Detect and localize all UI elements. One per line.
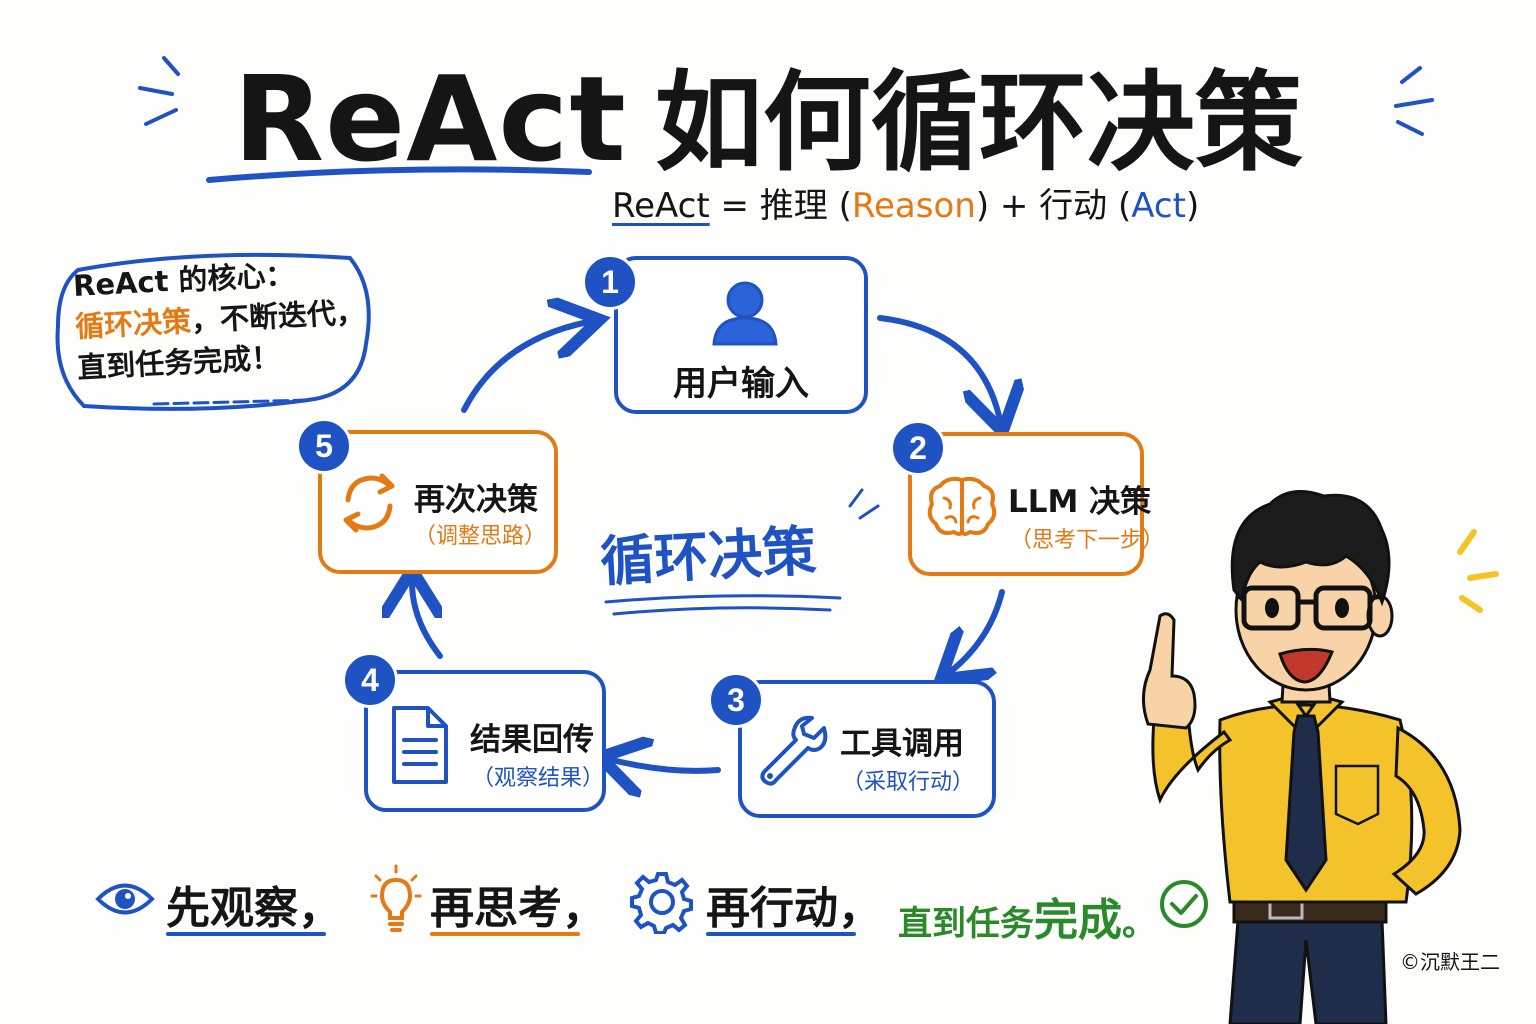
- step-4-subtitle: （观察结果）: [472, 766, 605, 791]
- step-tool-call: 工具调用 （采取行动）: [738, 680, 996, 818]
- step-5-badge: 5: [296, 418, 352, 474]
- bottom-observe: 先观察，: [166, 883, 342, 934]
- step-result-return: 结果回传 （观察结果）: [364, 670, 606, 812]
- note-underline: [152, 398, 312, 406]
- bottom-finish: 直到任务完成。: [898, 895, 1156, 946]
- act-underline: [706, 932, 856, 936]
- think-underline: [430, 932, 580, 936]
- step-3-subtitle: （采取行动）: [842, 770, 975, 795]
- title-cjk: 如何循环决策: [654, 61, 1303, 186]
- step-2-subtitle: （思考下一步）: [1010, 528, 1165, 553]
- bottom-act: 再行动，: [706, 883, 882, 934]
- arrow-5-to-1: [461, 322, 588, 413]
- presenter-character-illustration: [1142, 490, 1499, 1024]
- brain-icon: [927, 476, 997, 536]
- right-burst-lines: [1394, 66, 1434, 136]
- note-bubble: [55, 252, 371, 411]
- refresh-icon: [343, 473, 395, 533]
- title-react: ReAct: [233, 50, 627, 188]
- bottom-think: 再思考，: [430, 883, 606, 934]
- center-label-accent: [848, 488, 880, 520]
- step-user-input: 用户输入: [614, 256, 868, 414]
- step-1-badge: 1: [582, 254, 638, 310]
- center-cycle-label: 循环决策: [598, 519, 818, 594]
- step-3-title: 工具调用: [840, 726, 964, 762]
- step-5-subtitle: （调整思路）: [414, 524, 547, 549]
- wrench-icon: [760, 715, 828, 786]
- step-2-title: LLM 决策: [1008, 484, 1152, 520]
- step-llm-decision: LLM 决策 （思考下一步）: [908, 432, 1164, 576]
- step-re-decision: 再次决策 （调整思路）: [318, 430, 558, 574]
- user-icon: [712, 281, 778, 346]
- lightbulb-icon: [370, 864, 422, 932]
- step-5-title: 再次决策: [414, 482, 538, 518]
- gear-icon: [630, 872, 693, 934]
- observe-underline: [166, 932, 326, 936]
- step-3-badge: 3: [708, 672, 764, 728]
- document-icon: [392, 706, 448, 784]
- arrow-4-to-5: [412, 582, 443, 659]
- copyright-text: ©沉默王二: [1400, 950, 1500, 974]
- title-underline: [206, 166, 592, 183]
- arrow-3-to-4: [612, 760, 721, 771]
- step-2-badge: 2: [890, 420, 946, 476]
- arrow-1-to-2: [877, 315, 1000, 420]
- step-4-title: 结果回传: [470, 722, 594, 758]
- check-icon: [1160, 880, 1208, 928]
- subtitle: ReAct = 推理 (Reason) + 行动 (Act): [612, 186, 1200, 226]
- step-4-badge: 4: [342, 652, 398, 708]
- arrow-2-to-3: [950, 589, 1005, 672]
- left-burst-lines: [138, 56, 180, 126]
- center-label-underline: [604, 594, 842, 616]
- eye-icon: [95, 883, 155, 915]
- step-1-title: 用户输入: [673, 364, 809, 404]
